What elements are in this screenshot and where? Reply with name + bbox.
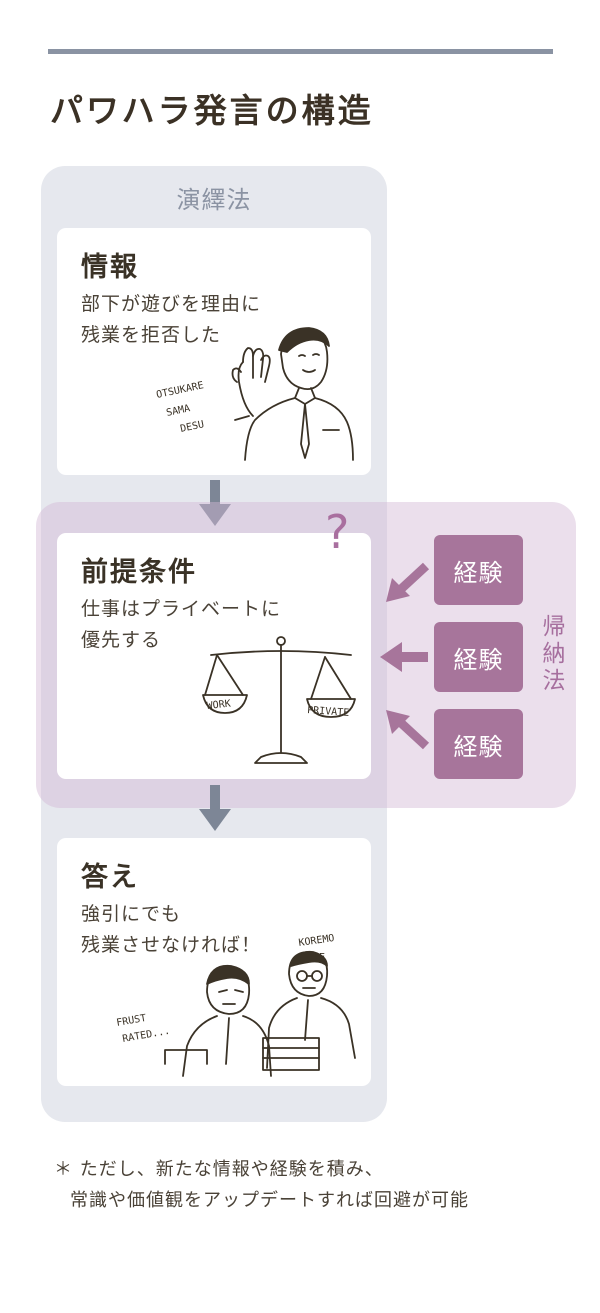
info-line-1: 部下が遊びを理由に [81,293,262,315]
page-title: パワハラ発言の構造 [50,91,374,130]
experience-box-3: 経験 [434,709,523,779]
answer-text: 強引にでも 残業させなければ！ [81,899,261,961]
arrow-down-2 [199,785,231,831]
deductive-label: 演繹法 [176,186,252,214]
scale-right-label: PRIVATE [307,705,350,719]
inductive-label-char-2: 納 [542,641,566,667]
info-text: 部下が遊びを理由に 残業を拒否した [81,289,261,351]
premise-heading: 前提条件 [81,557,197,588]
answer-right-caption-1: KOREMO [298,934,335,949]
premise-text: 仕事はプライベートに 優先する [81,594,281,656]
premise-line-1: 仕事はプライベートに [81,598,282,620]
answer-line-1: 強引にでも [81,903,182,925]
answer-right-caption-2: NE [313,952,325,963]
answer-heading: 答え [81,862,139,893]
two-men-illustration: FRUST RATED... KOREMO NE [116,934,356,1077]
answer-left-caption-2: RATED... [122,1026,171,1045]
inductive-label-char-1: 帰 [542,614,566,640]
saluting-man-illustration: OTSUKARE SAMA DESU [155,327,354,461]
inductive-label-char-3: 法 [542,668,566,694]
footnote-line-2: 常識や価値観をアップデートすれば回避が可能 [70,1190,469,1211]
info-caption-2: SAMA [165,403,191,419]
arrow-down-1 [199,480,231,526]
balance-scale-illustration: WORK PRIVATE [202,636,356,764]
footnote-line-1: ＊ ただし、新たな情報や経験を積み、 [54,1159,384,1180]
answer-line-2: 残業させなければ！ [81,934,262,956]
scale-left-label: WORK [206,699,231,712]
info-card: 情報 部下が遊びを理由に 残業を拒否した [57,228,371,475]
experience-box-2: 経験 [434,622,523,692]
premise-line-2: 優先する [81,629,162,651]
answer-card: 答え 強引にでも 残業させなければ！ FRUST RATED... K [57,838,371,1086]
footnote: ＊ ただし、新たな情報や経験を積み、 常識や価値観をアップデートすれば回避が可能 [54,1154,469,1216]
question-mark: ? [325,505,350,559]
experience-arrow-2 [380,642,428,672]
answer-left-caption-1: FRUST [116,1013,148,1029]
inductive-label: 帰 納 法 [538,614,570,695]
info-line-2: 残業を拒否した [81,324,222,346]
experience-box-1: 経験 [434,535,523,605]
info-caption-3: DESU [179,419,205,435]
premise-card: 前提条件 仕事はプライベートに 優先する WORK PRIVATE [57,533,371,779]
info-caption-1: OTSUKARE [155,380,204,401]
experience-arrow-3 [386,710,430,750]
experience-arrow-1 [386,562,430,602]
top-rule [48,49,553,54]
info-heading: 情報 [81,252,139,283]
